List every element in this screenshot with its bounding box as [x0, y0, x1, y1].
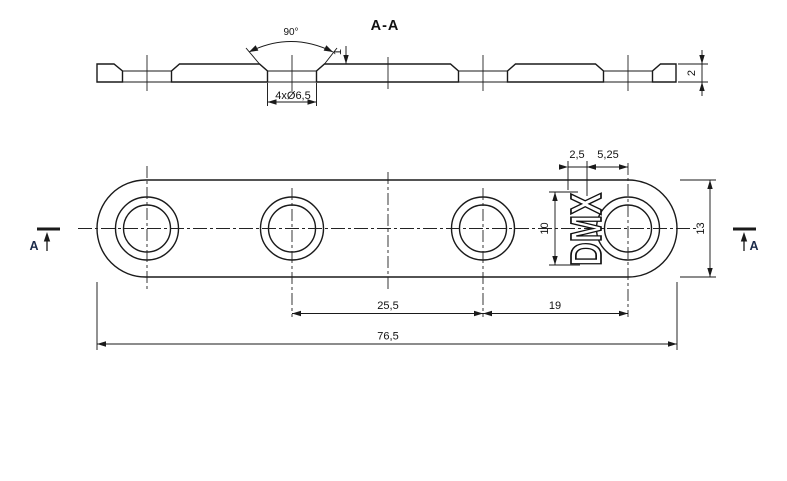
hole-callout-label: 4xØ6,5 [275, 90, 310, 102]
spacing-right-label: 19 [549, 300, 561, 312]
plan-view: DMX 25,5 19 76,5 [29, 149, 759, 350]
section-view: A-A [96, 18, 708, 106]
engrave-offset-label: 5,25 [597, 149, 618, 161]
dim-thickness: 2 [678, 50, 708, 96]
dim-engrave-offset: 5,25 [587, 149, 628, 170]
spacing-mid-label: 25,5 [377, 300, 398, 312]
countersink-depth-label: 1 [332, 49, 344, 55]
countersink-angle-label: 90° [283, 27, 298, 38]
thickness-label: 2 [686, 70, 698, 76]
section-marker-left: A [29, 227, 60, 253]
plan-centerlines [78, 163, 697, 317]
engrave-length-label: 10 [539, 222, 551, 234]
dim-engrave-length: 10 [539, 191, 580, 266]
section-segment [96, 63, 124, 83]
dim-countersink-depth: 1 [332, 46, 349, 64]
dim-hole-callout: 4xØ6,5 [267, 83, 317, 106]
dim-plate-width: 13 [680, 179, 716, 278]
total-length-label: 76,5 [377, 331, 398, 343]
section-marker-right: A [733, 227, 759, 253]
dim-total-length: 76,5 [96, 282, 678, 350]
section-segment [651, 63, 677, 83]
dim-spacing-right: 19 [483, 300, 628, 317]
brand-engraving: DMX [562, 193, 611, 266]
dim-countersink-angle: 90° [245, 27, 338, 65]
section-title: A-A [371, 18, 400, 34]
plate-width-label: 13 [695, 222, 707, 234]
engrave-height-label: 2,5 [569, 149, 584, 161]
section-centerlines [146, 55, 629, 91]
dim-spacing-mid: 25,5 [292, 300, 483, 317]
section-marker-right-label: A [749, 239, 758, 253]
section-marker-left-label: A [29, 239, 38, 253]
